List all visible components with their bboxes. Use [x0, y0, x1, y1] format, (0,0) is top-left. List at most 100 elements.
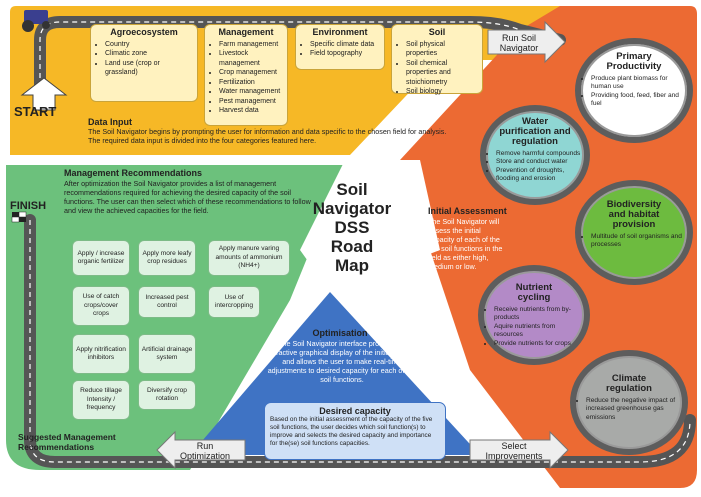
title-line: Soil [336, 180, 368, 199]
run-soil-navigator-label: Run Soil Navigator [490, 33, 548, 53]
recommendation-item[interactable]: Apply / increase organic fertilizer [72, 240, 130, 276]
title-line: regulation [512, 136, 558, 147]
function-item: Providing food, feed, fiber and fuel [591, 92, 687, 109]
title-line: Nutrient [515, 282, 553, 293]
run-soil-navigator-arrow-icon [487, 20, 566, 64]
function-item: Remove harmful compounds [496, 150, 584, 158]
desired-capacity-box: Desired capacity Based on the initial as… [264, 402, 446, 460]
category-item: Field topography [310, 49, 379, 59]
center-region [300, 160, 440, 292]
management-heading: Management Recommendations [64, 168, 203, 178]
recommendation-item[interactable]: Use of intercropping [208, 286, 260, 318]
recommendation-item[interactable]: Apply nitrification inhibitors [72, 334, 130, 374]
label-line: Suggested Management [18, 432, 116, 442]
title-line: Productivity [606, 61, 662, 72]
diagram-title: Soil Navigator DSS Road Map [312, 180, 392, 275]
category-item: Land use (crop or grassland) [105, 59, 192, 78]
title-line: Primary [616, 51, 652, 62]
optimisation-heading: Optimisation [312, 328, 368, 338]
category-soil: Soil Soil physical properties Soil chemi… [391, 24, 483, 97]
category-environment: Environment Specific climate data Field … [295, 24, 385, 70]
category-title: Environment [312, 27, 368, 37]
run-optimization-label: Run Optimization [172, 441, 238, 461]
category-item: Specific climate data [310, 40, 379, 50]
arrow-label-line: Optimization [179, 451, 231, 461]
title-line: provision [612, 219, 656, 230]
management-text: After optimization the Soil Navigator pr… [64, 179, 311, 215]
title-line: Climate [611, 373, 647, 384]
optimisation-text: The Soil Navigator interface provides an… [264, 339, 420, 384]
category-item: Fertilization [219, 78, 282, 88]
recommendation-item[interactable]: Apply more leafy crop residues [138, 240, 196, 276]
title-line: Biodiversity [606, 199, 662, 210]
arrow-label-line: Improvements [485, 451, 543, 461]
recommendation-item[interactable]: Use of catch crops/cover crops [72, 286, 130, 326]
start-label: START [14, 104, 57, 119]
title-line: DSS [334, 218, 370, 237]
recommendation-item[interactable]: Reduce tillage Intensity / frequency [72, 380, 130, 420]
category-management: Management Farm management Livestock man… [204, 24, 288, 126]
recommendation-item[interactable]: Apply manure varing amounts of ammonium … [208, 240, 290, 276]
finish-flag-icon [11, 211, 27, 223]
initial-assessment-heading: Initial Assessment [428, 206, 507, 216]
title-line: Navigator [312, 199, 392, 218]
recommendation-item[interactable]: Diversify crop rotation [138, 380, 196, 410]
arrow-label-line: Run Soil [501, 33, 537, 43]
category-item: Farm management [219, 40, 282, 50]
desired-capacity-heading: Desired capacity [319, 406, 391, 416]
title-line: and habitat [608, 209, 660, 220]
category-item: Climatic zone [105, 49, 192, 59]
select-improvements-arrow-icon [469, 430, 569, 470]
title-line: regulation [606, 383, 652, 394]
start-arrow-icon [20, 77, 68, 111]
category-item: Soil biology [406, 87, 477, 97]
select-improvements-label: Select Improvements [478, 441, 550, 461]
suggested-management-label: Suggested Management Recommendations [18, 432, 116, 452]
category-item: Soil chemical properties and stoichiomet… [406, 59, 477, 88]
category-agroecosystem: Agroecosystem Country Climatic zone Land… [90, 24, 198, 102]
label-line: Recommendations [18, 442, 95, 452]
function-item: Aquire nutrients from resources [494, 323, 584, 340]
data-input-heading: Data Input [88, 117, 132, 127]
category-item: Country [105, 40, 192, 50]
category-title: Soil [428, 27, 446, 37]
arrow-label-line: Select [501, 441, 527, 451]
title-line: Road Map [330, 237, 374, 275]
title-line: Water [521, 116, 549, 127]
tractor-icon [22, 10, 50, 32]
category-item: Soil physical properties [406, 40, 477, 59]
category-item: Water management [219, 87, 282, 97]
category-title: Management [218, 27, 274, 37]
finish-label: FINISH [10, 200, 47, 212]
desired-capacity-text: Based on the initial assessment of the c… [270, 416, 433, 447]
function-item: Receive nutrients from by-products [494, 306, 584, 323]
category-item: Crop management [219, 68, 282, 78]
title-line: purification and [499, 126, 571, 137]
recommendation-item[interactable]: Artificial drainage system [138, 334, 196, 374]
function-item: Provide nutrients for crops [494, 340, 584, 348]
function-item: Store and conduct water [496, 158, 584, 166]
category-item: Pest management [219, 97, 282, 107]
data-input-text: The Soil Navigator begins by prompting t… [88, 127, 447, 145]
run-optimization-arrow-icon [156, 430, 246, 470]
title-line: cycling [517, 292, 551, 303]
category-title: Agroecosystem [110, 27, 178, 37]
arrow-label-line: Run [196, 441, 214, 451]
arrow-label-line: Navigator [499, 43, 539, 53]
recommendation-item[interactable]: Increased pest control [138, 286, 196, 318]
initial-assessment-text: The Soil Navigator will assess the initi… [428, 217, 503, 271]
category-item: Livestock management [219, 49, 282, 68]
function-item: Multitude of soil organisms and processe… [591, 233, 687, 250]
category-item: Harvest data [219, 106, 282, 116]
